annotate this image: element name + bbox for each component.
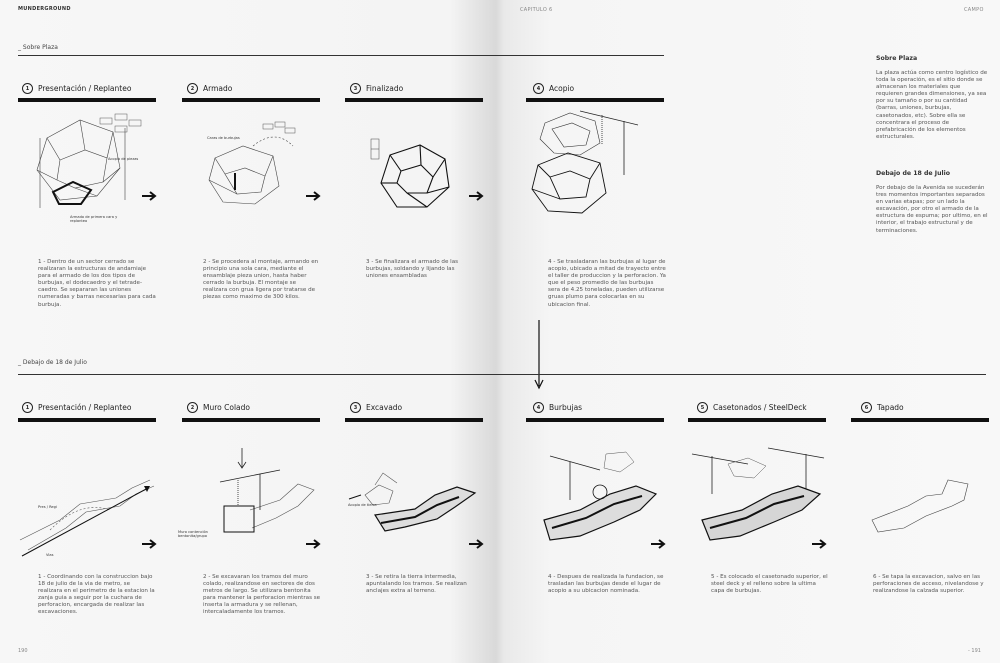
stage-title: Presentación / Replanteo xyxy=(38,403,131,412)
diagram-burbujas xyxy=(530,440,665,560)
sidebar-title: Sobre Plaza xyxy=(876,55,917,62)
stage-number: 6 xyxy=(861,402,872,413)
page-number-right: - 191 xyxy=(968,648,981,654)
arrow-right-icon xyxy=(142,539,158,549)
diagram-acopio xyxy=(520,105,650,225)
section-label-bottom: _ Debajo de 18 de Julio xyxy=(18,359,87,366)
arrow-right-icon xyxy=(306,539,322,549)
arrow-right-icon xyxy=(651,539,667,549)
stage-description: 2 - Se procedera al montaje, armando en … xyxy=(203,259,321,302)
arrow-right-icon xyxy=(306,191,322,201)
stage-number: 1 xyxy=(22,83,33,94)
diagram-label: Caras de burbujas xyxy=(207,136,240,140)
stage-header: 2 Muro Colado xyxy=(187,402,250,413)
stage-bar xyxy=(851,418,989,422)
stage-number: 3 xyxy=(350,83,361,94)
stage-header: 3 Finalizado xyxy=(350,83,403,94)
stage-description: 3 - Se finalizara el armado de las burbu… xyxy=(366,259,466,280)
stage-number: 4 xyxy=(533,402,544,413)
diagram-label: Acopio de tierra xyxy=(348,503,377,507)
header-center: CAPITULO 6 xyxy=(520,7,552,13)
stage-title: Excavado xyxy=(366,403,402,412)
stage-bar xyxy=(526,418,664,422)
stage-description: 1 - Coordinando con la construccion bajo… xyxy=(38,574,156,617)
stage-title: Presentación / Replanteo xyxy=(38,84,131,93)
stage-description: 1 - Dentro de un sector cerrado se reali… xyxy=(38,259,156,309)
diagram-label: Armado de primera cara y replanteo xyxy=(70,215,118,223)
stage-number: 2 xyxy=(187,83,198,94)
stage-bar xyxy=(526,98,664,102)
stage-description: 2 - Se excavaran los tramos del muro col… xyxy=(203,574,321,617)
header-left: MUNDERGROUND xyxy=(18,6,71,12)
stage-header: 3 Excavado xyxy=(350,402,402,413)
sidebar-text: Por debajo de la Avenida se sucederán tr… xyxy=(876,185,988,235)
diagram-excavado xyxy=(345,465,480,555)
stage-bar xyxy=(688,418,826,422)
sidebar-text: La plaza actúa como centro logístico de … xyxy=(876,70,988,141)
stage-title: Casetonados / SteelDeck xyxy=(713,403,807,412)
stage-description: 6 - Se tapa la excavacion, salvo en las … xyxy=(873,574,991,595)
arrow-right-icon xyxy=(469,539,485,549)
stage-title: Finalizado xyxy=(366,84,403,93)
stage-title: Armado xyxy=(203,84,232,93)
arrow-down-icon xyxy=(534,320,544,392)
arrow-right-icon xyxy=(812,539,828,549)
stage-bar xyxy=(345,418,483,422)
stage-description: 4 - Se trasladaran las burbujas al lugar… xyxy=(548,259,666,309)
stage-bar xyxy=(18,418,156,422)
arrow-right-icon xyxy=(142,191,158,201)
stage-description: 3 - Se retira la tierra intermedia, apun… xyxy=(366,574,484,595)
diagram-muro-colado xyxy=(180,440,320,560)
arrow-right-icon xyxy=(469,191,485,201)
page-number-left: 190 xyxy=(18,648,28,654)
stage-bar xyxy=(345,98,483,102)
stage-description: 4 - Despues de realizada la fundacion, s… xyxy=(548,574,666,595)
diagram-label: Pres / Regi xyxy=(38,505,57,509)
stage-header: 6 Tapado xyxy=(861,402,904,413)
section-divider xyxy=(18,55,664,56)
diagram-tapado xyxy=(868,470,978,550)
stage-number: 5 xyxy=(697,402,708,413)
section-divider xyxy=(18,374,986,375)
stage-title: Muro Colado xyxy=(203,403,250,412)
sidebar-title: Debajo de 18 de Julio xyxy=(876,170,950,177)
stage-description: 5 - Es colocado el casetonado superior, … xyxy=(711,574,829,595)
stage-number: 3 xyxy=(350,402,361,413)
diagram-casetonados xyxy=(688,438,828,560)
diagram-label: Acopio de piezas xyxy=(108,157,138,161)
stage-number: 2 xyxy=(187,402,198,413)
diagram-label: Vias xyxy=(46,553,53,557)
header-right: CAMPO xyxy=(964,7,984,13)
stage-header: 1 Presentación / Replanteo xyxy=(22,83,131,94)
diagram-label: Muro contención bentonita/grupo xyxy=(178,530,218,538)
stage-number: 4 xyxy=(533,83,544,94)
diagram-armado xyxy=(195,118,305,228)
stage-header: 2 Armado xyxy=(187,83,232,94)
stage-header: 1 Presentación / Replanteo xyxy=(22,402,131,413)
stage-title: Acopio xyxy=(549,84,574,93)
stage-title: Tapado xyxy=(877,403,904,412)
stage-header: 4 Acopio xyxy=(533,83,574,94)
stage-header: 5 Casetonados / SteelDeck xyxy=(697,402,807,413)
stage-bar xyxy=(182,98,320,102)
stage-number: 1 xyxy=(22,402,33,413)
diagram-replanteo-bottom xyxy=(20,470,155,560)
stage-bar xyxy=(182,418,320,422)
stage-header: 4 Burbujas xyxy=(533,402,582,413)
stage-title: Burbujas xyxy=(549,403,582,412)
diagram-finalizado xyxy=(365,135,465,225)
stage-bar xyxy=(18,98,156,102)
section-label-top: _ Sobre Plaza xyxy=(18,44,58,51)
